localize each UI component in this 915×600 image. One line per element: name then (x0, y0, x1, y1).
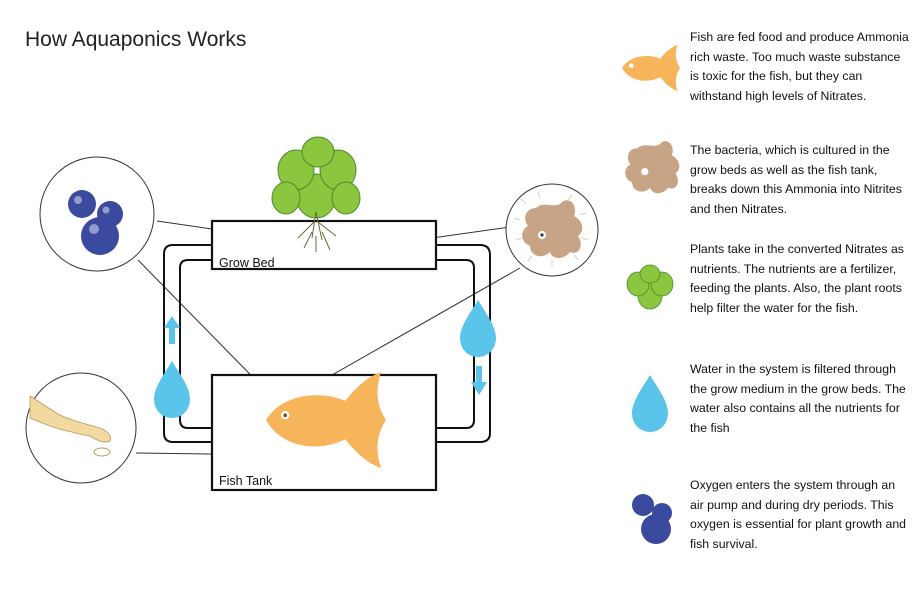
arrow-down-icon (471, 366, 487, 395)
page-title: How Aquaponics Works (25, 28, 247, 51)
legend-water-drop-icon (632, 375, 668, 432)
oxygen-callout-circle (39, 156, 155, 272)
legend-plant-icon (626, 264, 674, 310)
legend-water-text: Water in the system is filtered through … (690, 362, 906, 435)
hand-callout-circle (25, 372, 137, 484)
legend-oxygen-text: Oxygen enters the system through an air … (690, 478, 907, 551)
grow-bed-label: Grow Bed (219, 256, 275, 270)
tank-fish-illustration (266, 372, 386, 468)
bacteria-callout-circle (505, 183, 599, 277)
water-drop-left (154, 361, 190, 418)
fish-tank-label: Fish Tank (219, 474, 273, 488)
grow-bed-box (210, 219, 438, 271)
legend-fish-icon (622, 44, 680, 92)
legend-bacteria-text: The bacteria, which is cultured in the g… (690, 143, 902, 216)
legend-oxygen-bubbles-icon (632, 494, 672, 544)
arrow-up-icon (164, 316, 180, 344)
legend-fish-text: Fish are fed food and produce Ammonia ri… (690, 30, 909, 103)
legend-plant-text: Plants take in the converted Nitrates as… (690, 242, 904, 315)
bacteria-to-fish-connector (317, 267, 521, 384)
plant-illustration (271, 136, 361, 252)
legend-bacteria-icon (625, 141, 680, 194)
